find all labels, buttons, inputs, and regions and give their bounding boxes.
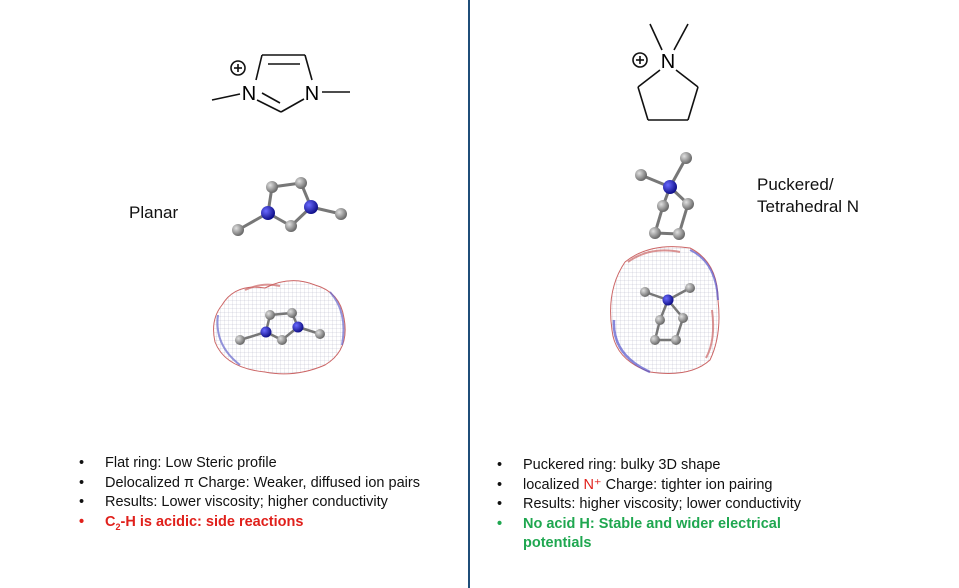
n-plus-atom: N — [242, 83, 256, 105]
bullet-item: Results: higher viscosity; lower conduct… — [497, 495, 827, 515]
n-atom: N — [305, 83, 319, 105]
localized-suffix: Charge: tighter ion pairing — [601, 476, 773, 493]
imidazolium-bullets: Flat ring: Low Steric profile Delocalize… — [79, 454, 420, 537]
pyrrolidinium-n-atom: N — [661, 51, 675, 73]
imidazolium-ball-stick-model — [232, 177, 347, 236]
n-plus-ion: N⁺ — [583, 476, 602, 493]
pyrrolidinium-bullets: Puckered ring: bulky 3D shape localized … — [497, 456, 827, 554]
warning-subscript: 2 — [115, 521, 121, 532]
bullet-item: Results: Lower viscosity; higher conduct… — [79, 493, 420, 513]
bullet-item: Delocalized π Charge: Weaker, diffused i… — [79, 474, 420, 494]
pyrrolidinium-structure — [632, 23, 699, 121]
puckered-label-line1: Puckered/ — [757, 175, 834, 194]
puckered-label-line2: Tetrahedral N — [757, 197, 860, 216]
localized-prefix: localized — [523, 476, 584, 493]
imidazolium-electrostatic-surface — [213, 280, 346, 375]
warning-suffix: -H is acidic: side reactions — [120, 513, 304, 530]
column-divider — [468, 0, 470, 588]
imidazolium-structure — [211, 54, 350, 113]
pyrrolidinium-electrostatic-surface — [610, 246, 720, 374]
bullet-item-localized: localized N⁺ Charge: tighter ion pairing — [497, 476, 827, 496]
warning-prefix: C — [105, 513, 116, 530]
puckered-label: Puckered/ Tetrahedral N — [757, 174, 859, 218]
planar-label: Planar — [129, 203, 179, 222]
bullet-item: Flat ring: Low Steric profile — [79, 454, 420, 474]
pyrrolidinium-ball-stick-model — [635, 152, 694, 240]
bullet-item-highlight: No acid H: Stable and wider electrical p… — [497, 515, 827, 554]
bullet-item-warning: C2-H is acidic: side reactions — [79, 513, 420, 537]
bullet-item: Puckered ring: bulky 3D shape — [497, 456, 827, 476]
